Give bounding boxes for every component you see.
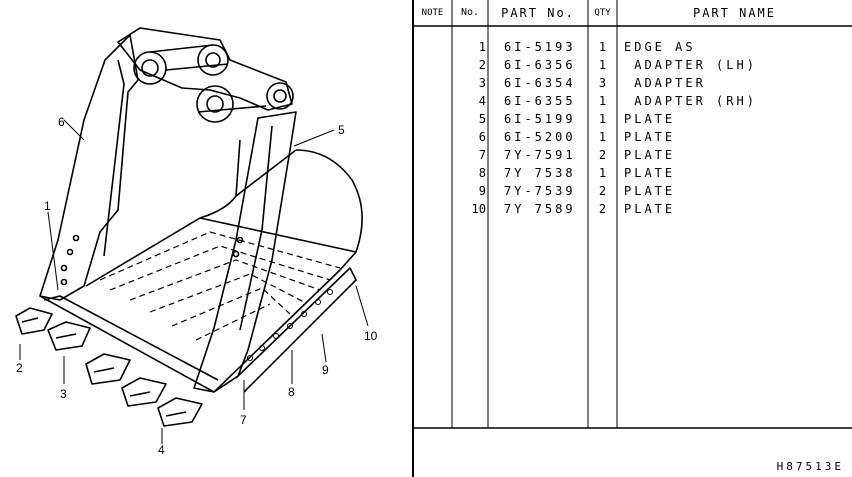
- callout-9: 9: [322, 363, 329, 377]
- row-no: 2: [478, 58, 486, 72]
- row-part-name: ADAPTER (RH): [624, 94, 757, 108]
- callout-5: 5: [338, 123, 345, 137]
- row-no: 7: [478, 148, 486, 162]
- row-part-name: PLATE: [624, 166, 676, 180]
- table-row: 8 7Y 7538 1 PLATE: [412, 164, 852, 182]
- row-no: 6: [478, 130, 486, 144]
- row-part-no: 6I-6354: [504, 76, 576, 90]
- bucket-illustration: 6 1 2 3 4 5 7 8 9 10: [15, 27, 378, 457]
- row-part-name: PLATE: [624, 130, 676, 144]
- table-row: 7 7Y-7591 2 PLATE: [412, 146, 852, 164]
- callout-10: 10: [364, 329, 378, 343]
- row-part-no: 6I-6355: [504, 94, 576, 108]
- bucket-drawing: 6 1 2 3 4 5 7 8 9 10: [0, 0, 412, 477]
- row-qty: 2: [598, 184, 607, 198]
- header-note: NOTE: [421, 8, 444, 18]
- header-qty: QTY: [594, 8, 611, 18]
- table-row: 1 6I-5193 1 EDGE AS: [412, 38, 852, 56]
- row-no: 1: [478, 40, 486, 54]
- row-part-no: 6I-6356: [504, 58, 576, 72]
- table-row: 9 7Y-7539 2 PLATE: [412, 182, 852, 200]
- table-grid: [412, 0, 852, 477]
- table-row: 3 6I-6354 3 ADAPTER: [412, 74, 852, 92]
- row-part-name: PLATE: [624, 112, 676, 126]
- header-part-name: PART NAME: [692, 6, 777, 20]
- callout-8: 8: [288, 385, 295, 399]
- row-no: 8: [478, 166, 486, 180]
- table-row: 6 6I-5200 1 PLATE: [412, 128, 852, 146]
- callout-6: 6: [58, 115, 65, 129]
- row-no: 5: [478, 112, 486, 126]
- row-qty: 1: [598, 40, 607, 54]
- row-no: 10: [471, 202, 486, 216]
- row-no: 3: [478, 76, 486, 90]
- row-qty: 3: [598, 76, 607, 90]
- table-row: 5 6I-5199 1 PLATE: [412, 110, 852, 128]
- row-part-name: ADAPTER (LH): [624, 58, 757, 72]
- row-part-name: PLATE: [624, 184, 676, 198]
- callout-2: 2: [16, 361, 23, 375]
- row-part-no: 6I-5193: [504, 40, 576, 54]
- callout-7: 7: [240, 413, 247, 427]
- row-qty: 1: [598, 94, 607, 108]
- callout-4: 4: [158, 443, 165, 457]
- row-part-name: PLATE: [624, 148, 676, 162]
- row-part-name: PLATE: [624, 202, 676, 216]
- table-row: 2 6I-6356 1 ADAPTER (LH): [412, 56, 852, 74]
- row-part-name: ADAPTER: [624, 76, 706, 90]
- row-no: 9: [478, 184, 486, 198]
- row-qty: 1: [598, 58, 607, 72]
- row-part-no: 7Y 7538: [504, 166, 576, 180]
- row-qty: 2: [598, 202, 607, 216]
- row-qty: 1: [598, 166, 607, 180]
- row-qty: 1: [598, 130, 607, 144]
- header-part-no: PART No.: [501, 6, 575, 20]
- callout-1: 1: [44, 199, 51, 213]
- row-part-no: 7Y-7539: [504, 184, 576, 198]
- callout-3: 3: [60, 387, 67, 401]
- row-part-no: 6I-5199: [504, 112, 576, 126]
- parts-table: NOTE No. PART No. QTY PART NAME 1 6I-519…: [412, 0, 852, 477]
- header-no: No.: [460, 7, 480, 18]
- row-qty: 2: [598, 148, 607, 162]
- row-part-no: 7Y 7589: [504, 202, 576, 216]
- row-qty: 1: [598, 112, 607, 126]
- row-part-no: 6I-5200: [504, 130, 576, 144]
- row-part-no: 7Y-7591: [504, 148, 576, 162]
- document-code: H87513E: [776, 460, 844, 473]
- row-no: 4: [478, 94, 486, 108]
- table-row: 4 6I-6355 1 ADAPTER (RH): [412, 92, 852, 110]
- table-row: 10 7Y 7589 2 PLATE: [412, 200, 852, 218]
- row-part-name: EDGE AS: [624, 40, 696, 54]
